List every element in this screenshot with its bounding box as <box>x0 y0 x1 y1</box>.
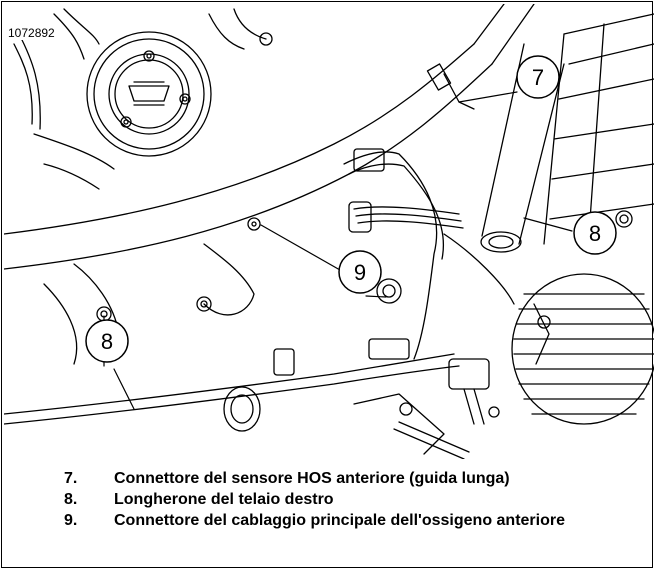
engine-cover-drawing <box>13 8 273 190</box>
legend-number: 7. <box>64 470 78 487</box>
callout-9: 9 <box>338 250 382 294</box>
legend: 7. Connettore del sensore HOS anteriore … <box>64 468 644 531</box>
legend-number: 9. <box>64 512 78 529</box>
legend-text: Longherone del telaio destro <box>114 491 334 508</box>
legend-text: Connettore del sensore HOS anteriore (gu… <box>114 470 510 487</box>
wiring-harness-drawing <box>4 63 500 425</box>
radiator-drawing <box>543 13 654 245</box>
callout-7: 7 <box>516 55 560 99</box>
callout-8-right-label: 8 <box>589 221 601 246</box>
legend-item-8: 8. Longherone del telaio destro <box>64 489 644 510</box>
motorcycle-engine-illustration: 7 8 8 9 <box>4 4 654 459</box>
legend-number: 8. <box>64 491 78 508</box>
finned-housing-drawing <box>511 273 654 425</box>
callout-8-right: 8 <box>573 211 617 255</box>
callout-8-left: 8 <box>85 319 129 363</box>
callout-leaders <box>103 91 573 410</box>
callout-9-label: 9 <box>354 260 366 285</box>
frame-downtube-drawing <box>4 4 535 270</box>
callout-8-left-label: 8 <box>101 329 113 354</box>
lower-components-drawing <box>43 217 515 459</box>
legend-text: Connettore del cablaggio principale dell… <box>114 512 565 529</box>
legend-item-9: 9. Connettore del cablaggio principale d… <box>64 510 644 531</box>
figure-id-label: 1072892 <box>7 26 56 40</box>
callout-7-label: 7 <box>532 65 544 90</box>
legend-item-7: 7. Connettore del sensore HOS anteriore … <box>64 468 644 489</box>
